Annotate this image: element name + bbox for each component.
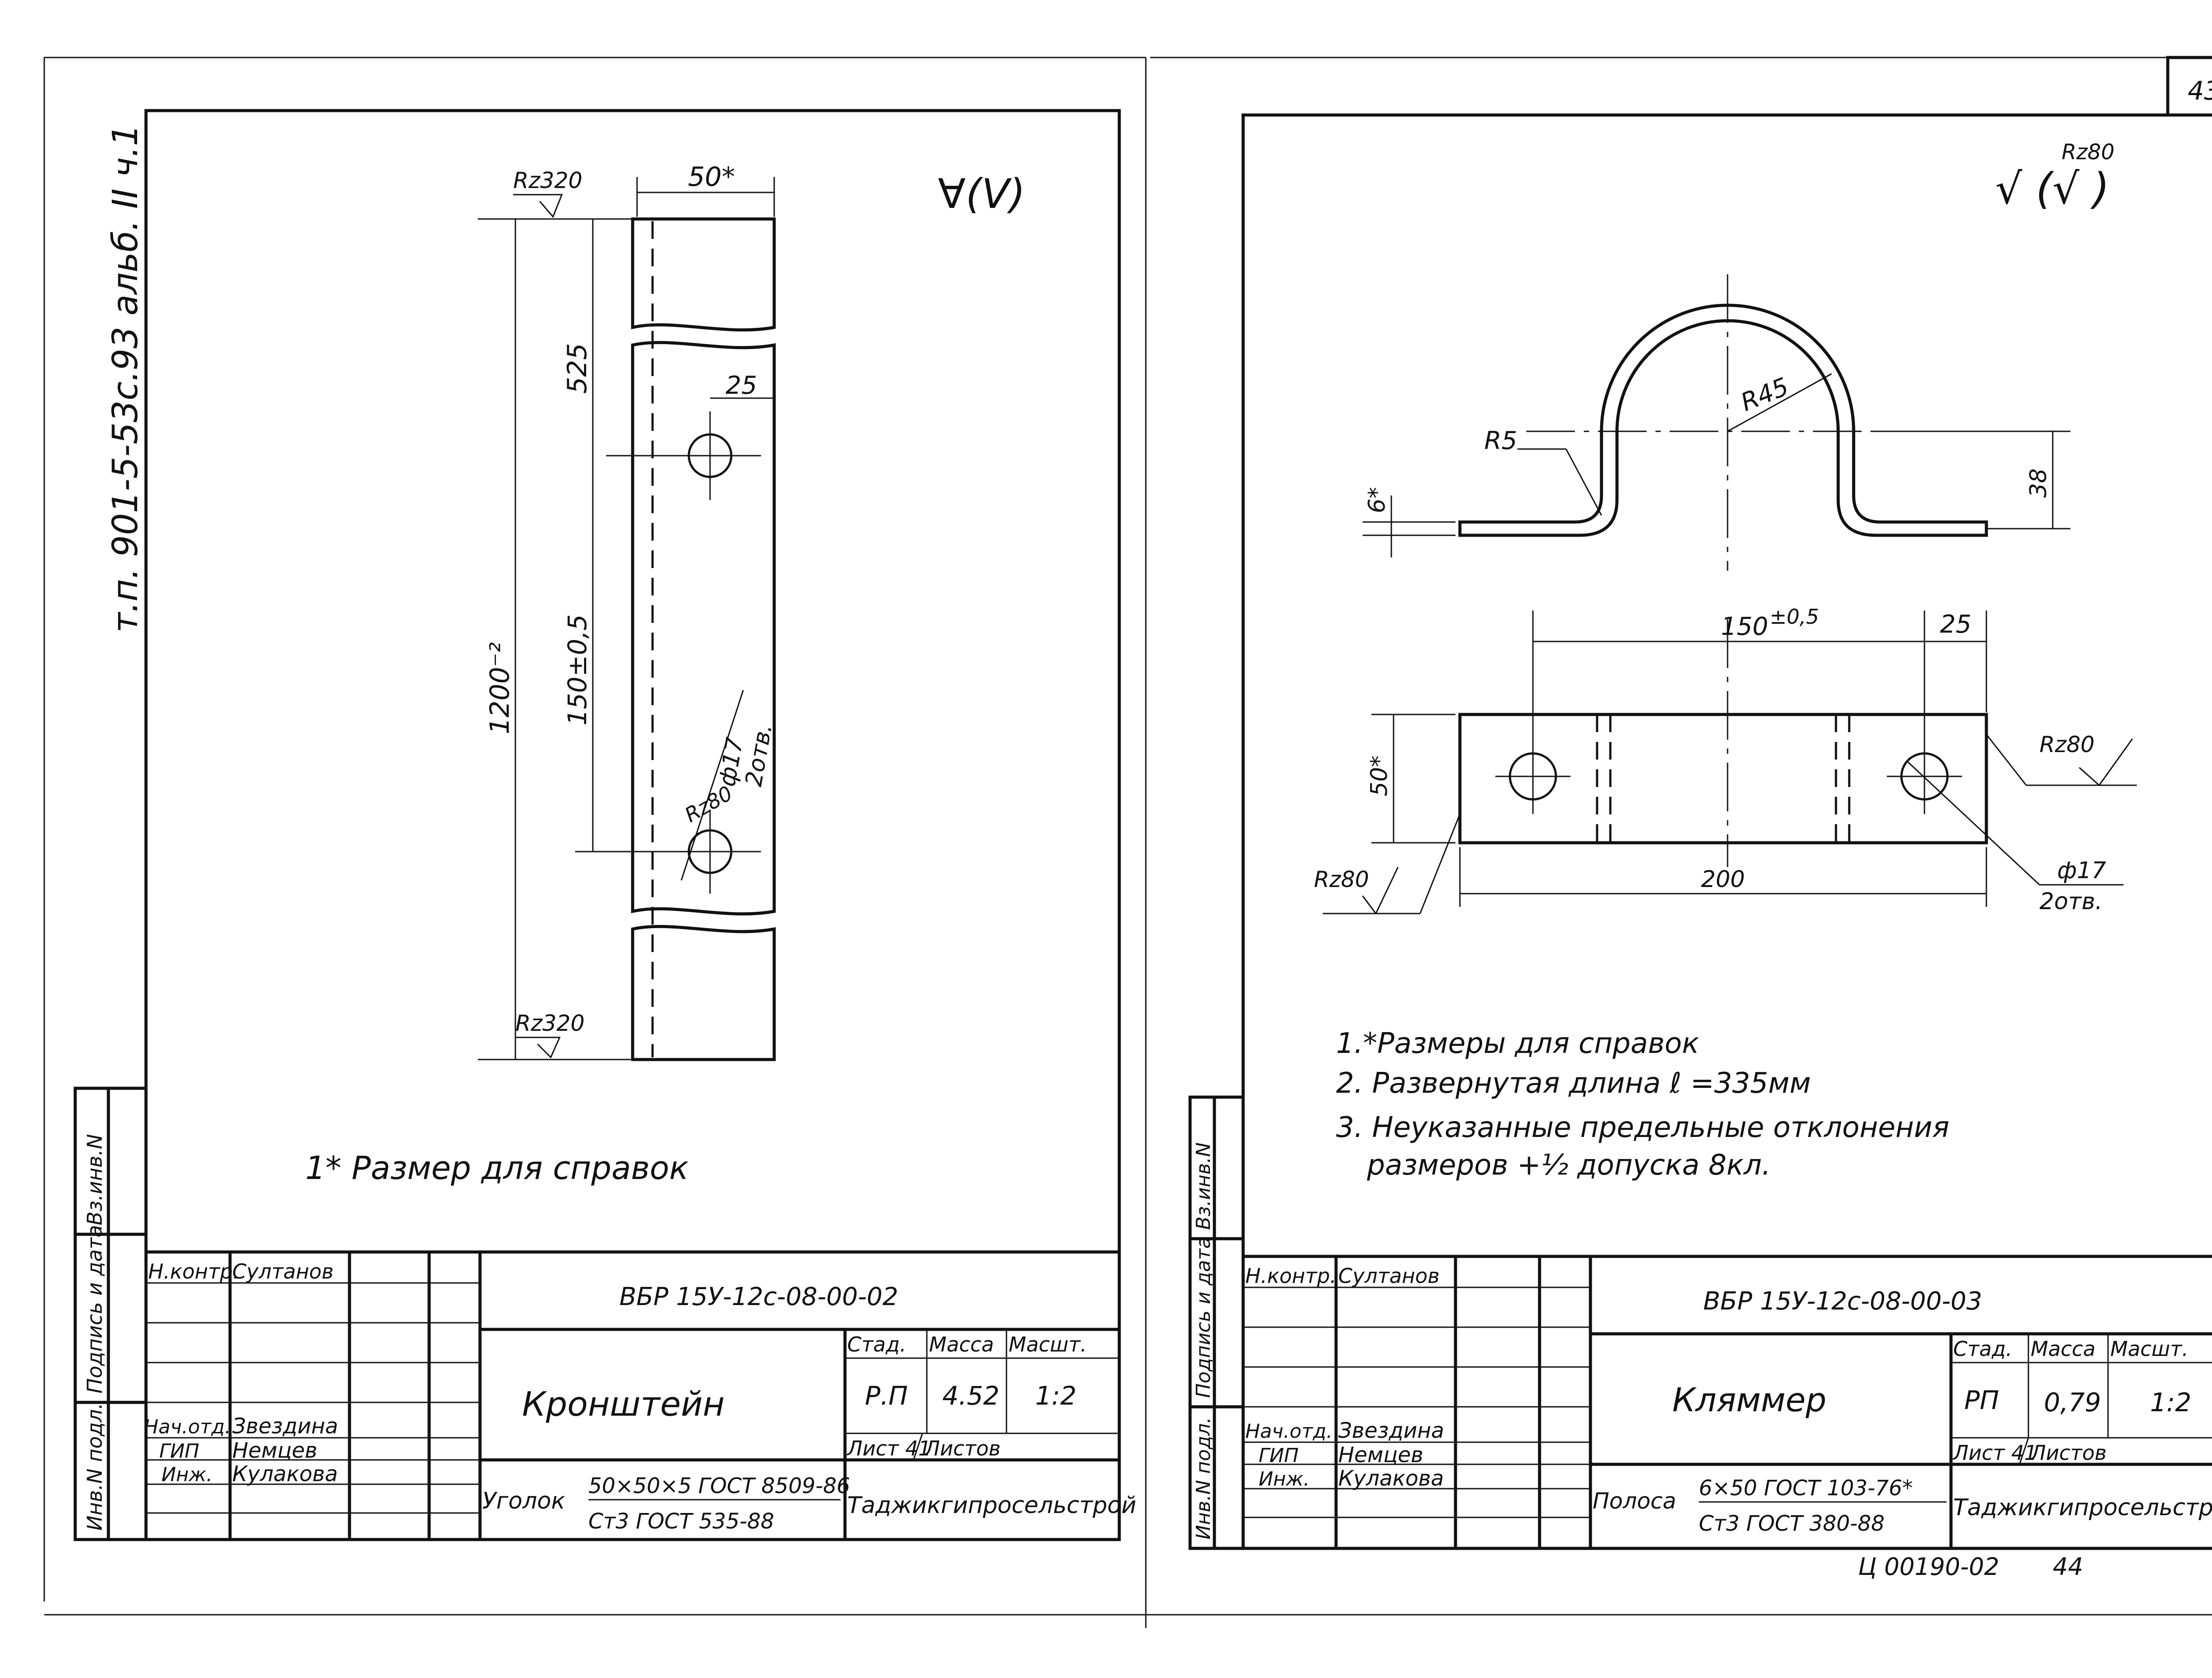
- right-mass: 0,79: [2044, 1387, 2101, 1417]
- rz-bottom: Rz320: [515, 1010, 584, 1036]
- left-side-stamp-3: Вз.инв.N: [83, 1134, 107, 1225]
- left-material-kind: Уголок: [482, 1488, 565, 1514]
- right-doc-code: ВБР 15У-12с-08-00-03: [1703, 1287, 1982, 1316]
- left-role-6: Инж.: [161, 1463, 212, 1486]
- right-sheet-frame: [1241, 113, 2212, 1550]
- left-surface-finish: ∀(V): [938, 170, 1025, 218]
- right-org: Таджикгипросельстрой: [1953, 1494, 2212, 1521]
- rz-left: Rz80: [1314, 867, 1369, 892]
- left-role-5: ГИП: [159, 1440, 200, 1463]
- bottom-page: 44: [2053, 1553, 2083, 1581]
- left-side-stamp: Инв.N подл. Подпись и дата Вз.инв.N: [73, 1087, 148, 1541]
- right-name-6: Кулакова: [1338, 1466, 1444, 1491]
- dim-plan-hole-count: 2отв.: [2039, 888, 2102, 915]
- right-side-stamp-1: Инв.N подл.: [1192, 1417, 1215, 1540]
- right-role-6: Инж.: [1259, 1468, 1310, 1490]
- left-note: 1* Размер для справок: [305, 1149, 688, 1187]
- right-side-stamp-2: Подпись и дата: [1192, 1237, 1215, 1398]
- right-note-1: 1.*Размеры для справок: [1336, 1027, 1699, 1060]
- rz-top: Rz320: [513, 168, 582, 193]
- dim-top-offset: 525: [562, 343, 593, 394]
- right-stage: РП: [1964, 1385, 1999, 1415]
- right-col-mass: Масса: [2031, 1337, 2096, 1361]
- clamp-plan-view: 150 ±0,5 25 50* 200 Rz80 Rz80: [1314, 605, 2137, 915]
- left-sheets-label: Листов: [924, 1436, 1001, 1460]
- left-name-4: Звездина: [232, 1414, 338, 1439]
- right-title-block: Н.контр. Султанов Нач.отд. Звездина ГИП …: [1243, 1255, 2212, 1548]
- left-mass: 4.52: [942, 1381, 999, 1411]
- dim-height: 38: [2025, 468, 2052, 498]
- right-material-bottom: Ст3 ГОСТ 380-88: [1699, 1511, 1885, 1536]
- left-side-code: т.п. 901-5-53с.93 альб. II ч.1: [106, 124, 146, 633]
- left-col-mass: Масса: [929, 1332, 994, 1356]
- right-part-title: Кляммер: [1672, 1381, 1827, 1419]
- right-sheet-label: Лист 41: [1952, 1441, 2037, 1465]
- dim-plan-tol: ±0,5: [1770, 605, 1819, 629]
- dim-r5: R5: [1484, 426, 1517, 455]
- right-role-1: Н.контр.: [1245, 1264, 1336, 1288]
- page-number: 43: [2188, 76, 2212, 106]
- right-name-1: Султанов: [1338, 1264, 1440, 1288]
- dim-plan-hole: ф17: [2057, 857, 2106, 884]
- right-scale: 1:2: [2150, 1387, 2191, 1417]
- left-name-1: Султанов: [232, 1259, 334, 1283]
- rz-hole: Rz80: [681, 781, 737, 827]
- right-side-stamp: Инв.N подл. Подпись и дата Вз.инв.N: [1188, 1095, 1245, 1550]
- right-col-stage: Стад.: [1953, 1337, 2012, 1361]
- left-side-stamp-2: Подпись и дата: [83, 1225, 107, 1394]
- dim-thk: 6*: [1364, 487, 1390, 513]
- outer-frames: [43, 57, 2212, 1628]
- right-sheets-label: Листов: [2030, 1441, 2107, 1465]
- right-role-4: Нач.отд.: [1245, 1420, 1333, 1443]
- right-name-5: Немцев: [1338, 1443, 1423, 1467]
- left-doc-code: ВБР 15У-12с-08-00-02: [619, 1282, 898, 1311]
- rz-right: Rz80: [2039, 732, 2095, 757]
- left-role-1: Н.контр.: [148, 1259, 239, 1283]
- dim-plan-spacing: 150: [1721, 612, 1768, 641]
- right-notes: 1.*Размеры для справок 2. Развернутая дл…: [1336, 1027, 1949, 1182]
- right-role-5: ГИП: [1259, 1444, 1299, 1467]
- dim-edge: 25: [726, 371, 757, 400]
- left-side-stamp-1: Инв.N подл.: [83, 1403, 107, 1531]
- right-surface-finish-rz: Rz80: [2062, 140, 2115, 165]
- angle-bar-part: [575, 217, 776, 1061]
- left-stage: Р.П: [865, 1381, 908, 1411]
- left-part-title: Кронштейн: [522, 1384, 725, 1424]
- dim-width: 50*: [688, 161, 735, 192]
- dim-length: 1200⁻²: [484, 642, 515, 734]
- left-role-4: Нач.отд.: [144, 1416, 231, 1438]
- dim-plan-edge: 25: [1940, 610, 1971, 639]
- right-material-top: 6×50 ГОСТ 103-76*: [1699, 1476, 1913, 1501]
- left-scale: 1:2: [1035, 1381, 1076, 1411]
- left-material-bottom: Ст3 ГОСТ 535-88: [588, 1509, 774, 1534]
- bottom-code: Ц 00190-02: [1858, 1553, 1999, 1581]
- right-col-scale: Масшт.: [2110, 1337, 2189, 1361]
- left-material-top: 50×50×5 ГОСТ 8509-86: [588, 1474, 850, 1498]
- left-name-6: Кулакова: [232, 1462, 338, 1486]
- clamp-profile-view: R45 R5 6* 38: [1363, 274, 2070, 571]
- left-col-scale: Масшт.: [1009, 1332, 1087, 1356]
- right-note-3: 3. Неуказанные предельные отклонения: [1336, 1111, 1949, 1144]
- page-number-box: [2166, 56, 2212, 117]
- right-note-2: 2. Развернутая длина ℓ =335мм: [1336, 1067, 1811, 1100]
- left-title-block: Н.контр. Султанов Нач.отд. Звездина ГИП …: [144, 1250, 1137, 1540]
- left-name-5: Немцев: [232, 1438, 317, 1463]
- right-sheet: 43 Rz80 √ (√ ) R45 R5 6* 38: [1188, 56, 2212, 1581]
- right-surface-finish: √ (√ ): [1995, 164, 2109, 214]
- left-org: Таджикгипросельстрой: [847, 1492, 1137, 1519]
- left-dimensions: 50* Rz320 1200⁻² 525 150±0,5 25 ф17 2отв…: [478, 161, 778, 1060]
- dim-hole-count: 2отв.: [741, 722, 778, 789]
- left-sheet-frame: [144, 109, 1121, 1541]
- left-col-stage: Стад.: [847, 1332, 906, 1356]
- right-note-4: размеров +½ допуска 8кл.: [1367, 1149, 1771, 1182]
- dim-plan-length: 200: [1701, 866, 1745, 893]
- left-sheet: т.п. 901-5-53с.93 альб. II ч.1 ∀(V): [73, 109, 1137, 1541]
- dim-spacing: 150±0,5: [562, 614, 592, 726]
- dim-plan-width: 50*: [1366, 756, 1393, 796]
- right-material-kind: Полоса: [1593, 1488, 1676, 1514]
- right-name-4: Звездина: [1338, 1418, 1444, 1443]
- left-sheet-label: Лист 41: [846, 1436, 931, 1460]
- right-side-stamp-3: Вз.инв.N: [1192, 1142, 1215, 1230]
